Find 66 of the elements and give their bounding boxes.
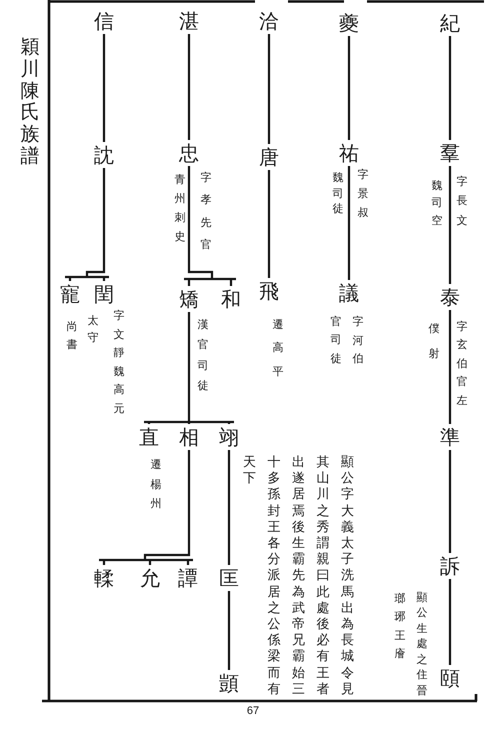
person-name: 夔: [337, 10, 361, 36]
lineage-line: [268, 34, 270, 144]
person-name: 信: [92, 8, 116, 34]
person-name: 唐: [257, 144, 281, 170]
annotation: 瑯琊王廥: [394, 591, 406, 662]
annotation: 遷楊州: [150, 457, 162, 512]
person-name: 湛: [177, 8, 201, 34]
annotation: 僕射: [428, 321, 440, 362]
person-name: 譚: [176, 565, 200, 591]
annotation: 遷高平: [272, 317, 284, 380]
branch-bracket: [98, 448, 194, 566]
person-name: 頤: [438, 665, 462, 691]
annotation: 字玄伯官左: [456, 319, 468, 409]
person-name: 羣: [438, 140, 462, 166]
annotation: 字河伯: [352, 314, 364, 368]
person-name: 祐: [337, 140, 361, 166]
lineage-line: [448, 450, 452, 553]
lineage-line: [448, 36, 452, 140]
person-name: 訴: [438, 553, 462, 579]
person-name: 洽: [257, 8, 281, 34]
person-name: 準: [438, 424, 462, 450]
person-name: 輮: [92, 565, 116, 591]
person-name: 寵: [58, 281, 82, 307]
person-name: 相: [177, 424, 201, 450]
lineage-line: [448, 579, 452, 665]
annotation: 尚書: [66, 319, 78, 352]
person-name: 閏: [92, 281, 116, 307]
person-name: 翊: [217, 424, 241, 450]
lineage-line: [188, 34, 190, 140]
annotation: 字長文: [456, 174, 468, 229]
annotation: 青州刺史: [174, 172, 186, 245]
lineage-line: [228, 591, 230, 670]
person-name: 顗: [217, 670, 241, 696]
lineage-line: [348, 36, 350, 140]
annotation: 漢官司徒: [196, 317, 210, 394]
lineage-line: [228, 450, 230, 565]
annotation: 字文靜魏高元: [112, 308, 126, 416]
lineage-line: [448, 166, 452, 284]
person-name: 和: [219, 286, 243, 312]
person-name: 直: [137, 424, 161, 450]
person-name: 議: [337, 280, 361, 306]
lineage-line: [102, 34, 106, 142]
page-number: 67: [246, 705, 260, 719]
person-name: 紀: [438, 10, 462, 36]
lineage-line: [448, 310, 452, 424]
annotation: 魏司徒: [332, 170, 344, 218]
annotation: 官司徒: [330, 314, 342, 367]
person-name: 允: [138, 565, 162, 591]
annotation: 顯公生處之住晉: [416, 590, 428, 698]
person-name: 訦: [92, 142, 116, 168]
person-name: 匡: [217, 565, 241, 591]
branch-bracket: [182, 164, 238, 288]
branch-bracket: [142, 310, 236, 426]
branch-bracket: [64, 166, 110, 282]
page-title: 穎川陳氏族譜: [20, 37, 40, 168]
lineage-line: [348, 166, 350, 280]
note-text: 顯公字大義太子洗馬出為長城令見其山川之秀謂親曰此處後必有王者出遂居焉後生霸先為武帝兄霸始三十多孫封王各分派居之公係梁而有天下: [242, 455, 355, 699]
person-name: 忠: [177, 140, 201, 166]
annotation: 太守: [86, 313, 100, 346]
annotation: 字孝先官: [200, 170, 212, 253]
person-name: 泰: [438, 284, 462, 310]
lineage-line: [268, 170, 270, 278]
person-name: 矯: [177, 286, 201, 312]
annotation: 魏司空: [430, 178, 444, 229]
person-name: 飛: [257, 278, 281, 304]
annotation: 字景叔: [356, 167, 370, 221]
